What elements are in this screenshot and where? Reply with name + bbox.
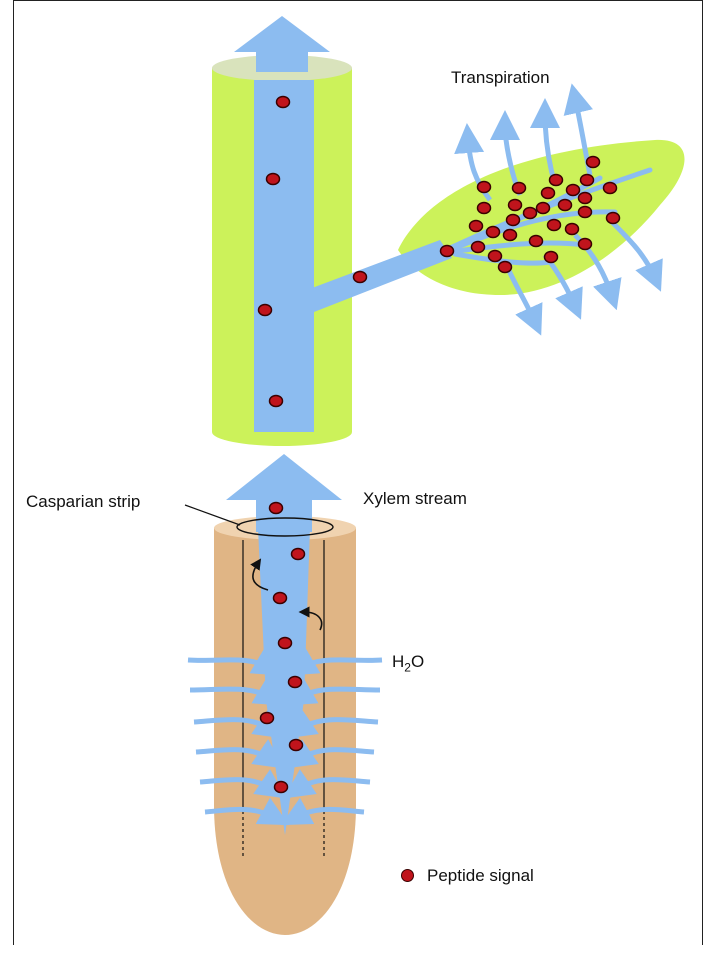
casparian-strip-ring bbox=[236, 517, 334, 537]
peptide-signal-dot bbox=[505, 213, 521, 227]
water-arrow-left bbox=[199, 769, 287, 799]
peptide-signal-dot bbox=[511, 181, 527, 195]
peptide-signal-dot bbox=[468, 219, 484, 233]
water-label-h: H bbox=[392, 652, 405, 671]
casparian-strip-pointer bbox=[184, 504, 241, 526]
peptide-signal-dot bbox=[577, 191, 593, 205]
peptide-signal-dot bbox=[288, 738, 304, 752]
water-arrow-right bbox=[287, 647, 383, 676]
water-arrow-left bbox=[187, 647, 283, 676]
peptide-signal-dot bbox=[546, 218, 562, 232]
peptide-signal-dot bbox=[577, 237, 593, 251]
transpiration-arrow bbox=[454, 123, 493, 202]
peptide-signal-dot bbox=[259, 711, 275, 725]
petiole-xylem bbox=[312, 240, 452, 312]
peptide-signal-dot bbox=[257, 303, 273, 317]
water-arrow-right bbox=[285, 677, 381, 706]
water-label-subscript: 2 bbox=[404, 660, 411, 675]
red-dot-icon bbox=[401, 869, 414, 882]
peptide-signal-dot bbox=[497, 260, 513, 274]
peptide-signal-dot bbox=[268, 394, 284, 408]
peptide-signal-dot bbox=[557, 198, 573, 212]
peptide-signal-dot bbox=[352, 270, 368, 284]
water-inflow-arrows bbox=[187, 647, 383, 826]
peptide-signal-dot bbox=[268, 501, 284, 515]
peptide-signal-dot bbox=[577, 205, 593, 219]
curved-arrow-right bbox=[298, 606, 323, 631]
water-arrow-right bbox=[280, 797, 365, 826]
peptide-signal-dot bbox=[605, 211, 621, 225]
peptide-signal-dot bbox=[507, 198, 523, 212]
transpiration-label: Transpiration bbox=[451, 68, 550, 87]
stem-top-arrow bbox=[234, 16, 330, 72]
xylem-stream-label: Xylem stream bbox=[363, 489, 467, 508]
xylem-stream-arrow bbox=[226, 454, 342, 532]
peptide-signal-dot bbox=[277, 636, 293, 650]
peptide-signal-dot bbox=[265, 172, 281, 186]
peptide-signal-dot bbox=[579, 173, 595, 187]
curved-arrow-left bbox=[250, 558, 269, 591]
peptide-signal-dot bbox=[275, 95, 291, 109]
peptide-signal-dot bbox=[487, 249, 503, 263]
peptide-signal-dot bbox=[565, 183, 581, 197]
water-arrow-right bbox=[285, 709, 379, 739]
peptide-signal-dot bbox=[290, 547, 306, 561]
peptide-signal-dot bbox=[439, 244, 455, 258]
peptide-signal-dot bbox=[543, 250, 559, 264]
water-label: H2O bbox=[392, 653, 424, 673]
peptide-signal-dot bbox=[602, 181, 618, 195]
peptide-signal-dot bbox=[528, 234, 544, 248]
water-label-o: O bbox=[410, 652, 425, 671]
peptide-signal-dot bbox=[470, 240, 486, 254]
peptide-signal-dot bbox=[540, 186, 556, 200]
peptide-signal-dot bbox=[485, 225, 501, 239]
water-arrow-left bbox=[189, 677, 285, 706]
peptide-signal-dot bbox=[502, 228, 518, 242]
transpiration-arrow bbox=[563, 83, 593, 176]
peptide-signal-dot bbox=[287, 675, 303, 689]
peptide-signal-dot bbox=[522, 206, 538, 220]
peptide-signal-dot bbox=[272, 591, 288, 605]
transpiration-arrow bbox=[608, 218, 663, 292]
peptide-signal-dot bbox=[535, 201, 551, 215]
stem-xylem bbox=[234, 16, 452, 432]
water-arrow-left bbox=[195, 739, 285, 769]
peptide-signal-dot bbox=[564, 222, 580, 236]
peptide-signals bbox=[257, 95, 621, 794]
peptide-signal-dot bbox=[585, 155, 601, 169]
legend-peptide-signal-label: Peptide signal bbox=[427, 866, 534, 885]
casparian-strip-label: Casparian strip bbox=[26, 492, 141, 511]
peptide-signal-dot bbox=[548, 173, 564, 187]
peptide-signal-dot bbox=[476, 201, 492, 215]
water-arrow-right bbox=[283, 769, 371, 799]
water-arrow-left bbox=[193, 709, 285, 739]
peptide-signal-dot bbox=[273, 780, 289, 794]
stem-xylem-channel bbox=[254, 80, 314, 432]
water-arrow-right bbox=[285, 739, 375, 769]
peptide-signal-dot bbox=[476, 180, 492, 194]
water-arrow-left bbox=[204, 797, 290, 826]
figure-frame bbox=[13, 0, 703, 945]
